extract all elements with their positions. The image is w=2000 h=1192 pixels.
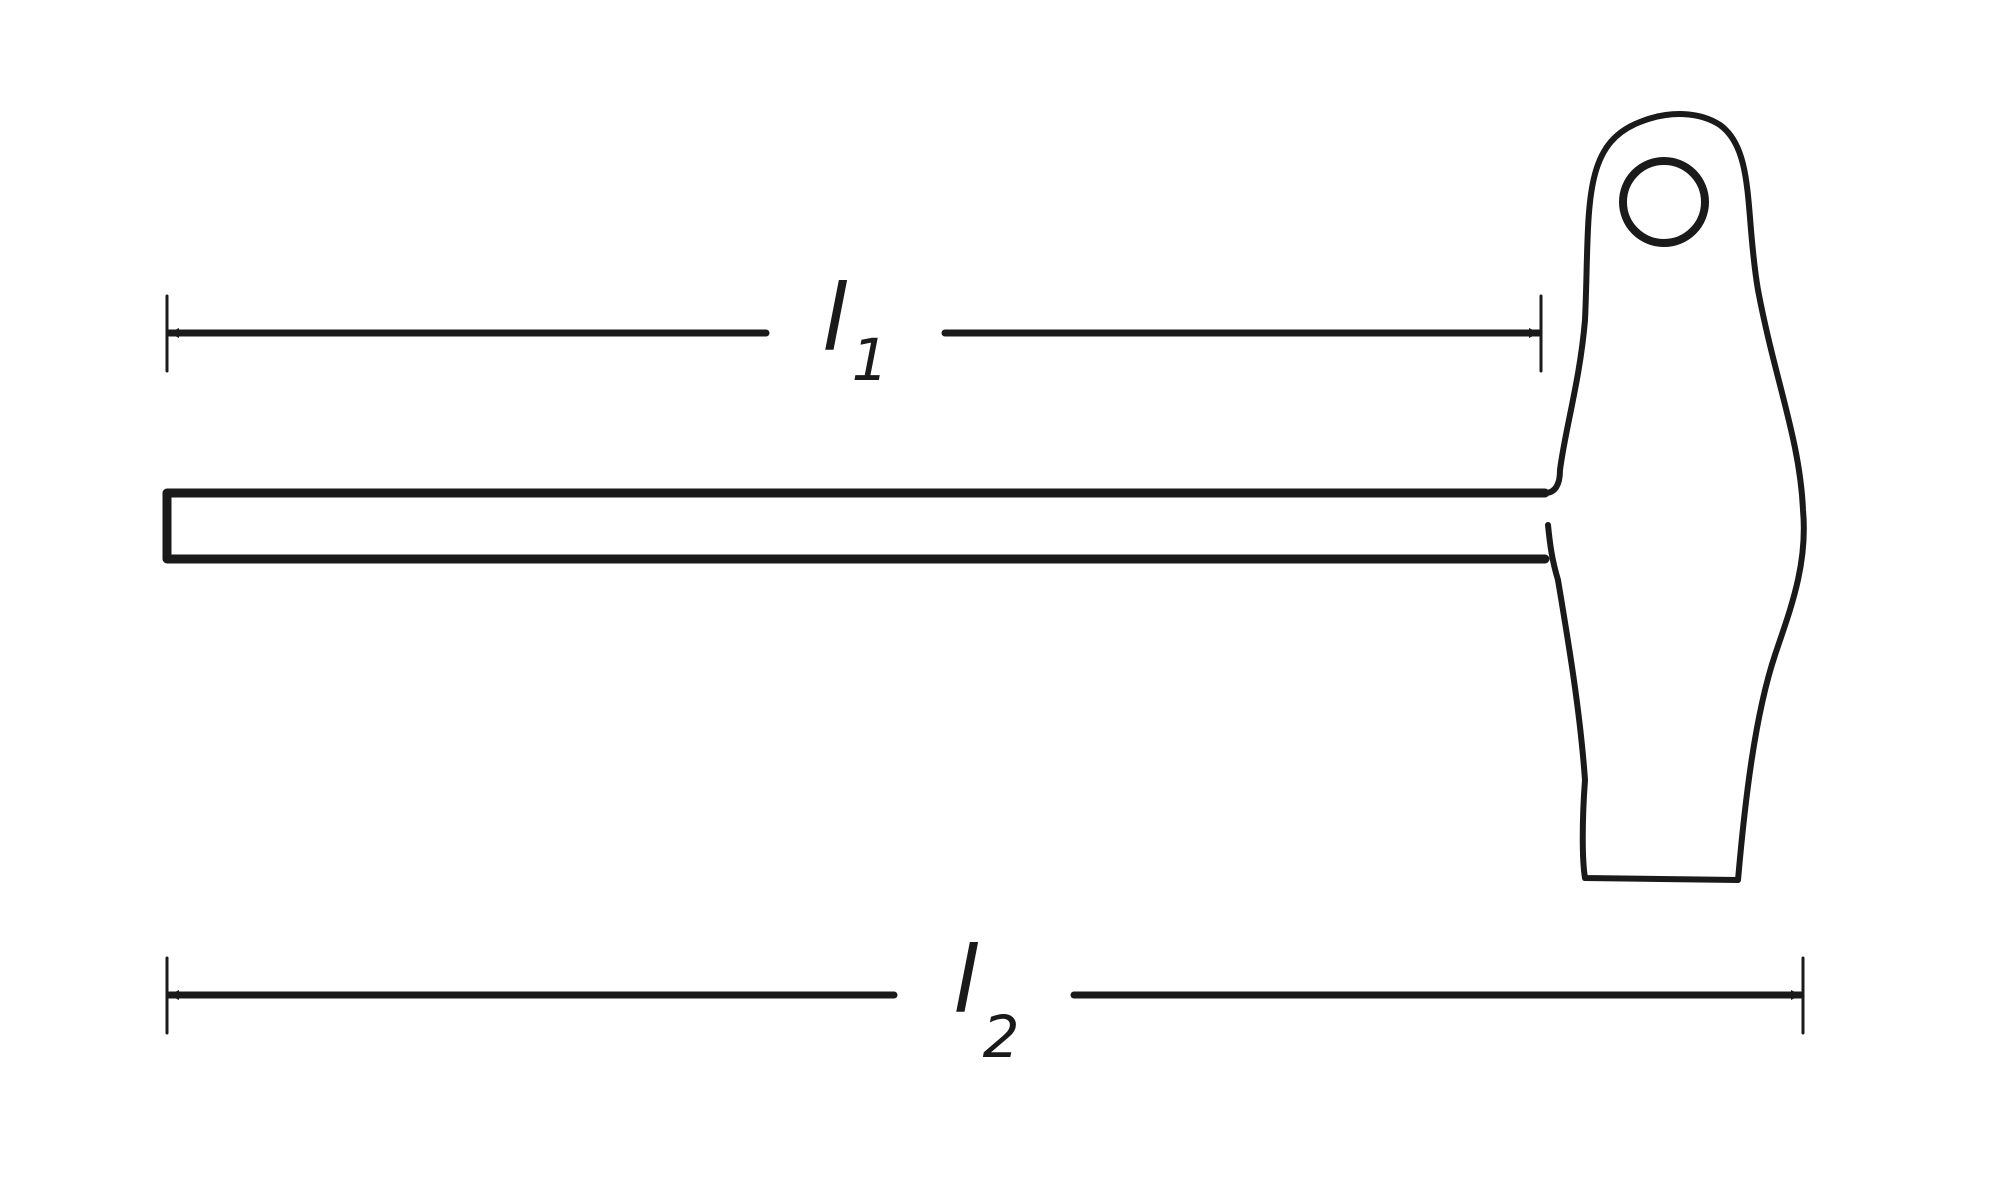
l2-subscript: 2 — [983, 1003, 1020, 1071]
shaft-outline — [162, 488, 1550, 564]
l2-symbol: l — [953, 927, 979, 1034]
t-handle-hex-key — [162, 111, 1807, 883]
l1-subscript: 1 — [852, 326, 889, 394]
handle-outline — [1542, 111, 1807, 883]
handle-hole — [1619, 157, 1709, 247]
l1-symbol: l — [822, 265, 848, 372]
dimension-l1: l1 — [165, 265, 1543, 394]
l1-label: l1 — [822, 265, 888, 394]
l2-label: l2 — [953, 927, 1019, 1071]
dimension-l2: l2 — [165, 927, 1805, 1071]
